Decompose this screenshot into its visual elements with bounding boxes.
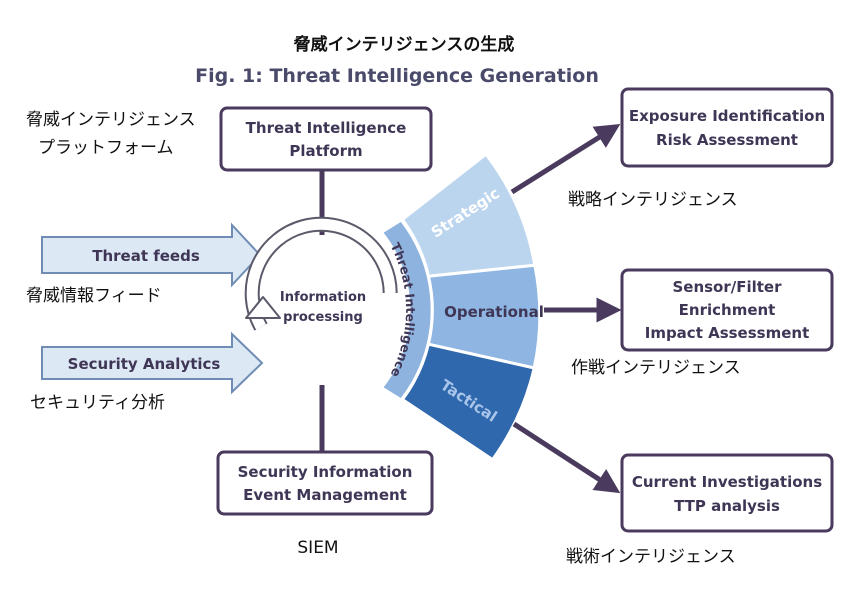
- sensor-box: Sensor/Filter Enrichment Impact Assessme…: [620, 268, 834, 352]
- platform-annotation-2: プラットフォーム: [38, 138, 174, 158]
- operational-label: Operational: [444, 303, 544, 321]
- sensor-label-1: Sensor/Filter: [672, 278, 782, 296]
- sensor-label-2: Enrichment: [679, 301, 776, 319]
- operational-annotation: 作戦インテリジェンス: [571, 358, 741, 378]
- tactical-annotation: 戦術インテリジェンス: [566, 547, 736, 567]
- siem-label-2: Event Management: [243, 486, 407, 504]
- sensor-label-3: Impact Assessment: [645, 324, 810, 342]
- title-english: Fig. 1: Threat Intelligence Generation: [195, 65, 599, 87]
- current-label-2: TTP analysis: [674, 497, 780, 515]
- cycle-label-1: Information: [280, 290, 366, 305]
- current-label-1: Current Investigations: [632, 473, 822, 491]
- circular-refresh-arrow-icon: [245, 296, 281, 319]
- platform-annotation-1: 脅威インテリジェンス: [26, 110, 196, 130]
- arrow-tactical-output: [512, 421, 621, 494]
- siem-label-1: Security Information: [238, 463, 413, 481]
- title-japanese: 脅威インテリジェンスの生成: [293, 34, 515, 55]
- arrow-strategic-output: [510, 124, 621, 195]
- cycle-label-2: processing: [283, 310, 363, 325]
- security-analytics-label: Security Analytics: [68, 355, 221, 373]
- tactical-segment: Tactical: [400, 342, 536, 462]
- information-processing-cycle: Information processing: [244, 216, 398, 331]
- exposure-box: Exposure Identification Risk Assessment: [620, 87, 834, 168]
- platform-label-2: Platform: [289, 142, 362, 160]
- threat-feeds-label: Threat feeds: [92, 247, 200, 265]
- threat-feeds-arrow: Threat feeds: [41, 222, 262, 288]
- feeds-annotation: 脅威情報フィード: [26, 286, 162, 306]
- exposure-label-2: Risk Assessment: [656, 131, 798, 149]
- strategic-annotation: 戦略インテリジェンス: [568, 190, 738, 210]
- strategic-segment: Strategic: [400, 152, 537, 278]
- siem-annotation: SIEM: [297, 538, 338, 558]
- platform-box: Threat Intelligence Platform: [219, 106, 433, 172]
- exposure-label-1: Exposure Identification: [629, 107, 825, 125]
- siem-box: Security Information Event Management: [216, 450, 434, 516]
- security-analytics-arrow: Security Analytics: [41, 331, 264, 395]
- current-investigations-box: Current Investigations TTP analysis: [620, 453, 834, 533]
- analytics-annotation: セキュリティ分析: [30, 393, 165, 413]
- platform-label-1: Threat Intelligence: [246, 119, 407, 137]
